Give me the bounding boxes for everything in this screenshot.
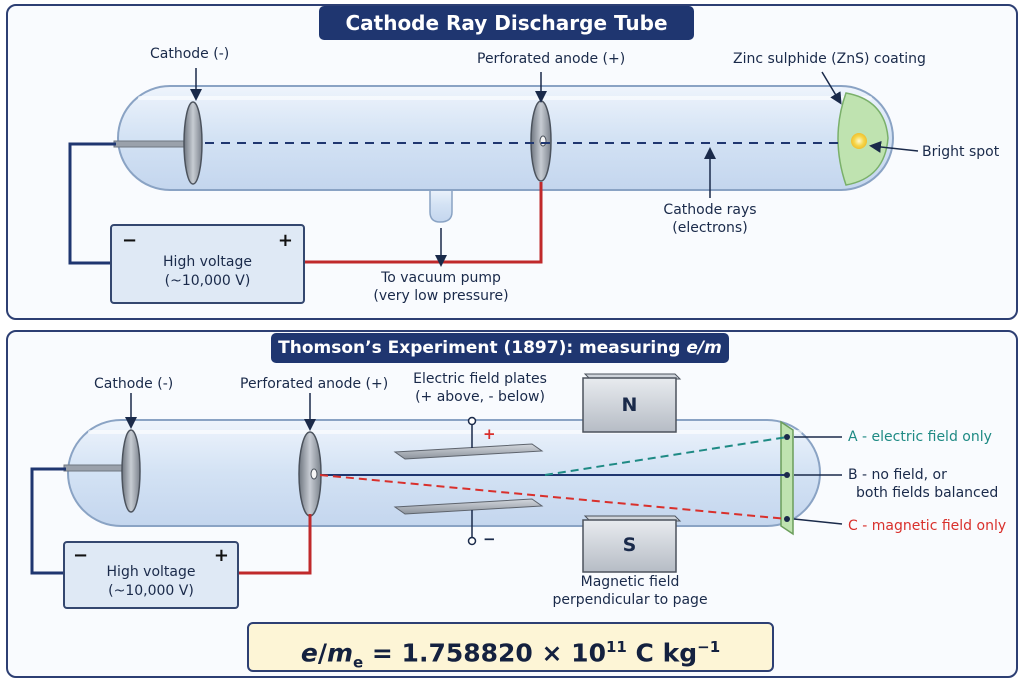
bottom-positive-wire xyxy=(226,514,312,575)
magnet-s-label: S xyxy=(622,534,637,556)
magnet-n-label: N xyxy=(621,394,638,416)
page-title: Cathode Ray Discharge Tube xyxy=(319,6,694,40)
top-tube xyxy=(117,85,894,223)
plates-line2: (+ above, - below) xyxy=(415,389,545,405)
coating-label: Zinc sulphide (ZnS) coating xyxy=(733,51,926,67)
upper-plate-terminal xyxy=(467,416,477,426)
plate-minus-sign: − xyxy=(483,530,496,548)
charge-to-mass-formula: e/me = 1.758820 × 1011 C kg−1 xyxy=(247,622,774,672)
path-c-pointer xyxy=(793,518,843,525)
formula-m-subscript: e xyxy=(353,653,364,672)
bottom-high-voltage-supply: − + High voltage (~10,000 V) xyxy=(63,541,239,609)
upper-plate xyxy=(393,443,544,460)
bright-spot xyxy=(851,133,867,149)
lower-plate xyxy=(393,498,544,515)
path-c-beam xyxy=(319,474,788,520)
top-anode-hole xyxy=(539,135,547,147)
vacuum-pump-label: To vacuum pump (very low pressure) xyxy=(361,269,521,305)
thomson-title: Thomson’s Experiment (1897): measuring e… xyxy=(271,333,729,363)
magnetic-field-label: Magnetic field perpendicular to page xyxy=(550,573,710,609)
bottom-cathode-label: Cathode (-) xyxy=(94,376,174,392)
top-anode-label: Perforated anode (+) xyxy=(477,51,626,67)
magnetic-field-line1: Magnetic field xyxy=(580,574,680,590)
bottom-hv-line1: High voltage xyxy=(106,564,196,580)
bottom-anode-disc xyxy=(298,431,322,517)
path-b-label: B - no field, or both fields balanced xyxy=(848,466,998,502)
cathode-rays-line2: (electrons) xyxy=(672,220,748,236)
top-hv-label: High voltage (~10,000 V) xyxy=(112,253,303,291)
path-a-beam xyxy=(544,436,788,476)
magnetic-field-line2: perpendicular to page xyxy=(552,592,708,608)
plates-line1: Electric field plates xyxy=(413,371,547,387)
bottom-plus-sign: + xyxy=(213,545,229,566)
top-cathode-rod xyxy=(113,140,191,148)
top-plus-sign: + xyxy=(277,230,293,251)
plates-label: Electric field plates (+ above, - below) xyxy=(400,370,560,406)
vacuum-pump-line2: (very low pressure) xyxy=(373,288,509,304)
path-b-dot xyxy=(784,472,790,478)
formula-e: e xyxy=(300,638,318,668)
magnet-south xyxy=(582,515,682,573)
bottom-hv-label: High voltage (~10,000 V) xyxy=(65,563,237,601)
formula-exponent: 11 xyxy=(605,638,627,656)
thomson-title-em: e/m xyxy=(686,338,722,358)
path-a-dot xyxy=(784,434,790,440)
bottom-tube xyxy=(67,419,821,527)
bottom-minus-sign: − xyxy=(73,545,89,566)
path-c-label: C - magnetic field only xyxy=(848,518,1007,534)
path-b-line2: both fields balanced xyxy=(856,485,999,501)
bottom-hv-line2: (~10,000 V) xyxy=(108,583,194,599)
top-hv-line2: (~10,000 V) xyxy=(164,273,251,289)
bottom-negative-wire xyxy=(30,467,66,575)
top-positive-wire xyxy=(290,182,543,264)
magnet-north xyxy=(582,373,682,433)
plate-plus-sign: + xyxy=(483,425,496,443)
bottom-cathode-rod xyxy=(63,464,131,472)
bottom-cathode-disc xyxy=(121,429,141,513)
top-negative-wire xyxy=(68,142,124,265)
path-a-label: A - electric field only xyxy=(848,429,992,445)
bright-spot-pointer xyxy=(869,141,919,153)
path-b-line1: B - no field, or xyxy=(848,467,947,483)
formula-m: m xyxy=(326,638,354,668)
top-cathode-label: Cathode (-) xyxy=(150,46,230,62)
top-minus-sign: − xyxy=(122,230,138,251)
bright-spot-label: Bright spot xyxy=(922,144,1000,160)
formula-unit: C kg xyxy=(626,638,698,668)
top-hv-line1: High voltage xyxy=(163,254,252,270)
thomson-title-text: Thomson’s Experiment (1897): measuring xyxy=(278,338,687,358)
lower-plate-terminal xyxy=(467,536,477,546)
formula-unit-exponent: −1 xyxy=(697,638,721,656)
top-high-voltage-supply: − + High voltage (~10,000 V) xyxy=(110,224,305,304)
coating-pointer xyxy=(821,71,842,105)
top-cathode-disc xyxy=(183,101,203,185)
cathode-rays-label: Cathode rays (electrons) xyxy=(640,201,780,237)
vacuum-pump-line1: To vacuum pump xyxy=(381,270,501,286)
bottom-anode-hole xyxy=(310,468,318,480)
formula-value: = 1.758820 × 10 xyxy=(363,638,606,668)
path-c-dot xyxy=(784,516,790,522)
cathode-rays-line1: Cathode rays xyxy=(663,202,757,218)
bottom-anode-label: Perforated anode (+) xyxy=(240,376,389,392)
